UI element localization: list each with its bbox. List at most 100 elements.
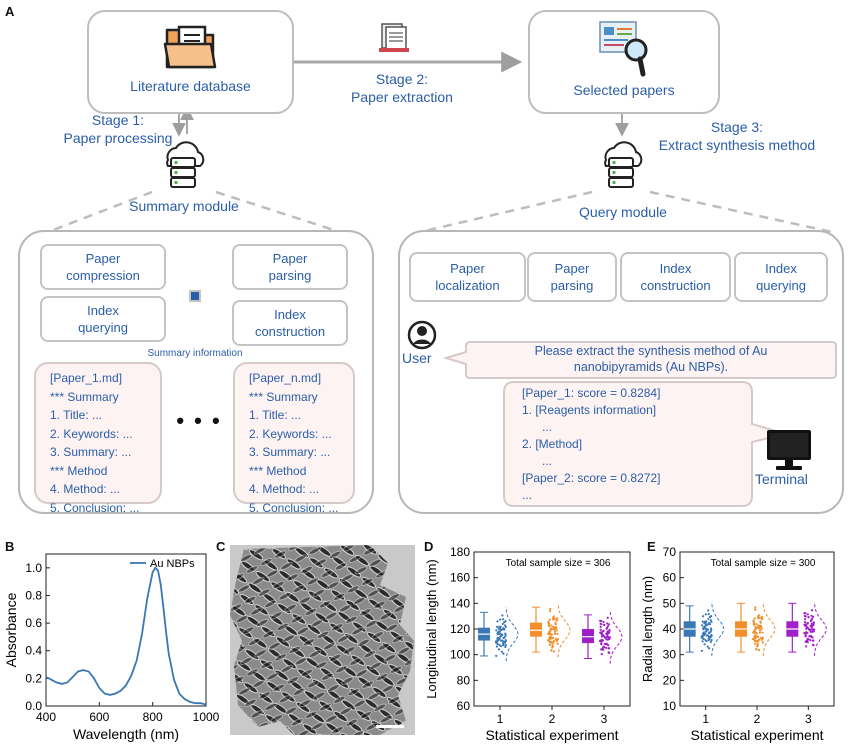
data-point [812,621,815,624]
data-point [495,645,498,648]
card-line: 4. Method: ... [249,482,320,496]
summary-module-label: Summary module [129,198,239,214]
card-line: *** Summary [249,389,318,404]
data-point [700,649,703,652]
data-point [804,635,807,638]
data-point [551,616,555,619]
data-point [702,634,706,637]
data-point [759,621,762,624]
data-point [549,638,552,641]
data-point [552,625,555,628]
stage-1-label: Stage 1: Paper processing [63,112,173,146]
data-point [608,629,611,632]
stage-3-label: Stage 3: Extract synthesis method [658,119,816,153]
data-point [602,648,605,651]
x-tick-label: 1000 [193,710,220,724]
data-point [757,627,760,630]
data-point [499,645,502,648]
data-point [554,623,557,626]
response-line: [Paper_2: score = 0.8272] [522,471,661,485]
data-point [803,621,807,624]
response-line: ... [542,420,553,434]
card-line: 1. Title: ... [249,408,302,422]
data-point [758,631,761,634]
x-tick-label: 2 [754,712,761,726]
data-point [549,627,552,630]
data-point [552,628,555,631]
data-point [502,642,505,645]
data-point [812,639,815,642]
legend-label: Au NBPs [150,558,195,570]
data-point [759,624,762,628]
data-point [549,609,552,613]
data-point [761,637,764,640]
query-index-querying-box: Index querying [734,252,828,302]
data-point [606,622,609,625]
summary-hub-node [189,290,201,302]
card-line: 5. Conclusion: ... [249,500,339,515]
prompt-bubble-shape [444,341,837,379]
data-point [810,635,813,638]
data-point [548,633,551,636]
monitor-icon [767,430,811,470]
data-point [495,654,498,657]
plot-frame [45,553,207,707]
data-point [807,616,810,619]
data-point [754,627,757,631]
data-point [550,649,553,652]
data-point [705,640,708,643]
data-point [807,638,810,641]
y-tick-label: 180 [450,545,470,559]
data-point [501,614,504,617]
x-tick-label: 1 [497,712,504,726]
y-tick-label: 60 [663,571,677,585]
data-point [753,634,756,637]
data-point [603,642,606,646]
data-point [809,628,812,631]
data-point [553,632,556,635]
data-point [760,617,763,620]
data-point [551,637,554,640]
data-point [703,620,707,623]
data-point [497,648,501,651]
selected-papers-label: Selected papers [573,82,675,98]
series-line-au-nbps [45,566,207,706]
data-point [504,645,507,649]
paper-compression-box: Paper compression [40,244,166,290]
data-point [710,615,713,618]
data-point [504,644,507,647]
data-point [501,622,504,625]
y-tick-label: 0.2 [25,671,42,685]
density-curve [505,607,519,662]
data-point [499,618,502,621]
query-module-label: Query module [579,204,667,220]
data-point [607,623,610,626]
response-bubble-shape [503,381,790,507]
data-point [710,620,713,623]
x-tick-label: 2 [549,712,556,726]
card-line: 3. Summary: ... [249,445,331,459]
data-point [810,614,813,617]
data-point [761,641,764,644]
y-tick-label: 100 [450,648,470,662]
density-curve [814,601,827,656]
data-point [549,607,552,610]
data-point [504,624,507,627]
scale-bar [376,725,404,728]
data-point [599,625,602,628]
data-point [553,617,556,620]
data-point [755,623,758,626]
data-point [606,633,609,636]
panel-label-d: D [424,539,434,554]
data-point [502,618,505,621]
card-line: *** Summary [50,389,119,404]
data-point [753,629,756,632]
card-line: *** Method [50,463,108,478]
data-point [704,638,707,641]
